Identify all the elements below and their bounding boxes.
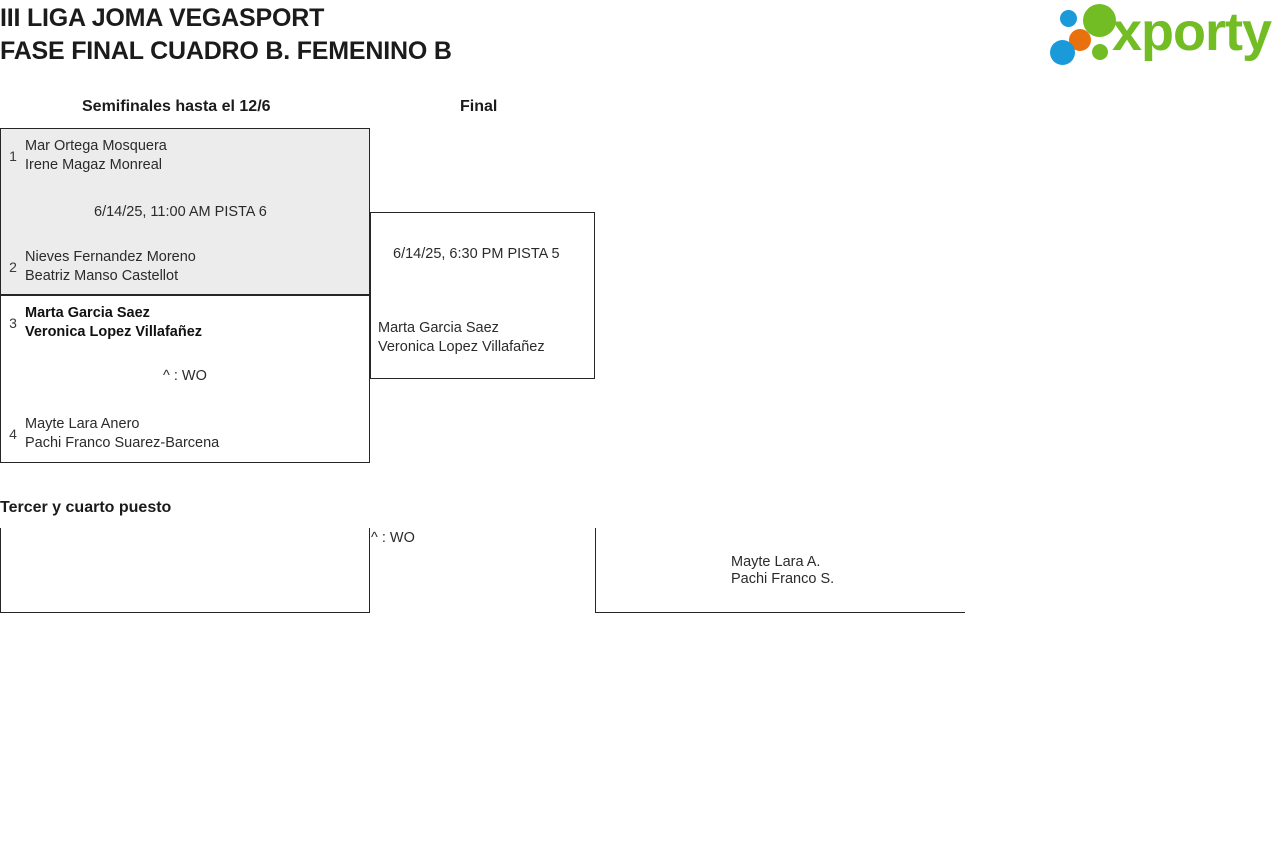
player-name: Veronica Lopez Villafañez bbox=[25, 324, 203, 340]
player-name: Irene Magaz Monreal bbox=[25, 157, 163, 173]
logo-dots-icon bbox=[1050, 4, 1116, 66]
tournament-name: III LIGA JOMA VEGASPORT bbox=[0, 4, 325, 32]
logo-dot-green-large-icon bbox=[1083, 4, 1116, 37]
seed-number: 2 bbox=[9, 259, 17, 275]
third-place-bracket-left bbox=[0, 528, 370, 613]
player-name: Mayte Lara A. bbox=[731, 554, 821, 570]
player-name: Mar Ortega Mosquera bbox=[25, 138, 167, 154]
logo-wordmark: xporty bbox=[1112, 2, 1272, 62]
player-name: Mayte Lara Anero bbox=[25, 416, 140, 432]
player-name: Pachi Franco S. bbox=[731, 571, 835, 587]
page-title: III LIGA JOMA VEGASPORT FASE FINAL CUADR… bbox=[0, 2, 452, 68]
tournament-phase: FASE FINAL CUADRO B. FEMENINO B bbox=[0, 37, 452, 65]
match-schedule-info: 6/14/25, 11:00 AM PISTA 6 bbox=[94, 204, 267, 220]
player-name: Pachi Franco Suarez-Barcena bbox=[25, 435, 220, 451]
logo-dot-green-small-icon bbox=[1092, 44, 1108, 60]
logo-dot-blue-small-icon bbox=[1060, 10, 1077, 27]
logo-dot-blue-large-icon bbox=[1050, 40, 1075, 65]
match-final[interactable]: 6/14/25, 6:30 PM PISTA 5 Marta Garcia Sa… bbox=[370, 212, 595, 379]
xporty-logo[interactable]: xporty bbox=[1050, 2, 1278, 68]
match-score: ^ : WO bbox=[163, 368, 207, 384]
final-team-players[interactable]: Marta Garcia Saez Veronica Lopez Villafa… bbox=[378, 319, 545, 357]
team-players: Mayte Lara Anero Pachi Franco Suarez-Bar… bbox=[25, 415, 219, 453]
player-name: Nieves Fernandez Moreno bbox=[25, 249, 196, 265]
seed-number: 3 bbox=[9, 315, 17, 331]
player-name: Beatriz Manso Castellot bbox=[25, 268, 179, 284]
team-slot-seed-2[interactable]: 2 Nieves Fernandez Moreno Beatriz Manso … bbox=[1, 248, 196, 286]
match-schedule-info: 6/14/25, 6:30 PM PISTA 5 bbox=[393, 246, 560, 262]
third-place-heading: Tercer y cuarto puesto bbox=[0, 499, 172, 516]
seed-number: 1 bbox=[9, 148, 17, 164]
third-place-score: ^ : WO bbox=[371, 530, 415, 546]
player-name: Marta Garcia Saez bbox=[25, 305, 150, 321]
player-name: Marta Garcia Saez bbox=[378, 320, 499, 336]
round-header-semifinals: Semifinales hasta el 12/6 bbox=[82, 98, 271, 115]
third-place-connector-vertical bbox=[595, 528, 596, 613]
third-place-connector-horizontal bbox=[595, 612, 965, 613]
match-semifinal-2[interactable]: 3 Marta Garcia Saez Veronica Lopez Villa… bbox=[0, 295, 370, 463]
round-header-final: Final bbox=[460, 98, 498, 115]
seed-number: 4 bbox=[9, 426, 17, 442]
logo-dot-orange-icon bbox=[1069, 29, 1091, 51]
team-slot-seed-3[interactable]: 3 Marta Garcia Saez Veronica Lopez Villa… bbox=[1, 304, 202, 342]
team-players-winner: Marta Garcia Saez Veronica Lopez Villafa… bbox=[25, 304, 202, 342]
match-semifinal-1[interactable]: 1 Mar Ortega Mosquera Irene Magaz Monrea… bbox=[0, 128, 370, 295]
team-players: Mar Ortega Mosquera Irene Magaz Monreal bbox=[25, 137, 167, 175]
page-header: III LIGA JOMA VEGASPORT FASE FINAL CUADR… bbox=[0, 0, 1280, 75]
team-slot-seed-1[interactable]: 1 Mar Ortega Mosquera Irene Magaz Monrea… bbox=[1, 137, 167, 175]
team-players: Nieves Fernandez Moreno Beatriz Manso Ca… bbox=[25, 248, 196, 286]
player-name: Veronica Lopez Villafañez bbox=[378, 339, 545, 355]
team-slot-seed-4[interactable]: 4 Mayte Lara Anero Pachi Franco Suarez-B… bbox=[1, 415, 219, 453]
third-place-team-players[interactable]: Mayte Lara A. Pachi Franco S. bbox=[731, 554, 834, 588]
